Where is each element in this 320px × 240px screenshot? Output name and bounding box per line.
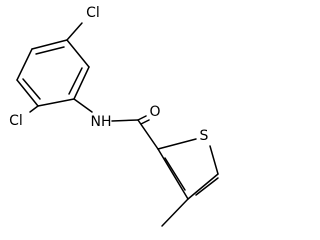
- c-cl-bond-top: [66, 22, 83, 41]
- dichlorophenyl-ring: [16, 39, 90, 107]
- ring-bond: [209, 145, 219, 175]
- ring-bond: [73, 66, 90, 100]
- ring-double-bond: [22, 78, 41, 100]
- c-cl-bond-left: [29, 105, 39, 113]
- s-atom: S: [200, 128, 209, 144]
- ring-double-bond: [68, 67, 83, 95]
- cl-atom-left: Cl: [9, 113, 23, 129]
- carbonyl-double-bond: [140, 119, 150, 125]
- ring-bond: [37, 98, 75, 107]
- c-n-bond: [73, 98, 93, 113]
- ring-bond: [16, 48, 33, 81]
- c-thiophene-bond: [137, 119, 159, 150]
- ring-bond: [157, 138, 197, 150]
- carbonyl-bond: [137, 115, 147, 121]
- ring-bond: [31, 39, 68, 50]
- cl-atom-top: Cl: [86, 5, 100, 21]
- nh-group: NH: [91, 114, 112, 130]
- ring-bond: [157, 148, 189, 200]
- methyl-bond: [161, 198, 189, 227]
- ring-bond: [187, 173, 219, 200]
- o-atom: O: [149, 104, 160, 120]
- ring-double-bond: [35, 46, 65, 55]
- ring-double-bond: [164, 157, 186, 191]
- ring-double-bond: [195, 177, 219, 196]
- n-c-bond: [111, 119, 139, 122]
- ring-bond: [16, 79, 39, 107]
- thiophene-ring: [157, 138, 219, 200]
- chemical-structure-diagram: Cl Cl NH O S: [9, 5, 219, 227]
- ring-bond: [66, 39, 90, 68]
